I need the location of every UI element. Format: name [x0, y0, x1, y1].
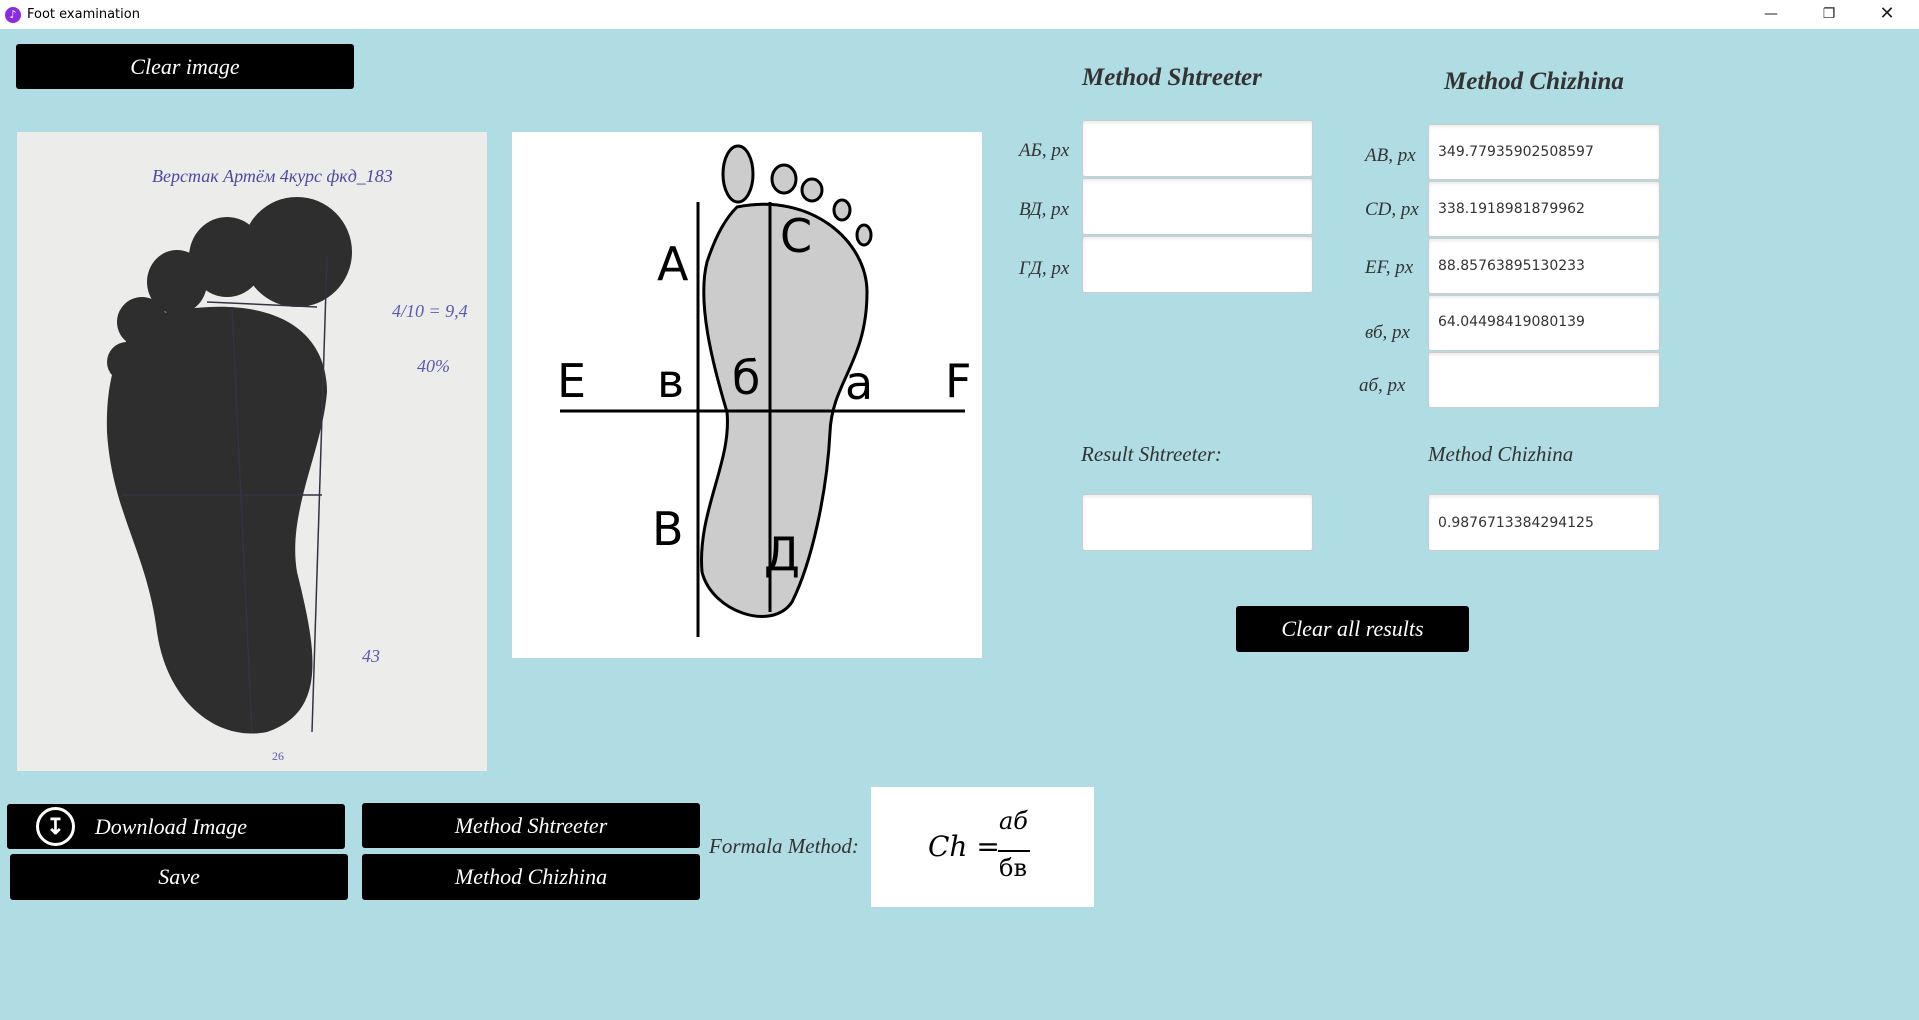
photo-note-ratio: 4/10 = 9,4	[392, 301, 468, 321]
diagram-label-a: а	[845, 356, 873, 410]
photo-note-length: 26	[272, 749, 284, 763]
chizhina-ef-input[interactable]: 88.85763895130233	[1428, 238, 1660, 294]
formula-lhs: Ch =	[928, 830, 1000, 863]
shtreeter-title: Method Shtreeter	[1082, 64, 1262, 91]
photo-handwriting: Верстак Артём 4курс фкд_183	[152, 166, 393, 186]
chizhina-cd-input[interactable]: 338.1918981879962	[1428, 181, 1660, 237]
chizhina-label-cd: CD, px	[1365, 199, 1419, 220]
app-icon: ♪	[5, 6, 21, 23]
clear-all-results-button[interactable]: Clear all results	[1236, 606, 1469, 652]
formula-label: Formala Method:	[709, 834, 859, 858]
formula-box: Ch = аб бв	[871, 787, 1094, 907]
chizhina-label-ef: EF, px	[1365, 257, 1414, 278]
diagram-label-D: Д	[764, 527, 800, 581]
diagram-label-v: в	[657, 354, 684, 408]
chizhina-vb-input[interactable]: 64.04498419080139	[1428, 295, 1660, 351]
shtreeter-label-vd: ВД, px	[1019, 199, 1070, 220]
chizhina-ab-input[interactable]: 349.77935902508597	[1428, 124, 1660, 180]
restore-icon[interactable]: ❐	[1822, 6, 1836, 22]
formula-fraction-bar	[998, 850, 1030, 852]
clear-image-button[interactable]: Clear image	[16, 44, 354, 89]
shtreeter-label-gd: ГД, px	[1019, 258, 1070, 279]
chizhina-label-ab-small: аб, px	[1359, 375, 1406, 396]
chizhina-title: Method Chizhina	[1444, 68, 1624, 95]
photo-note-percent: 40%	[417, 356, 450, 376]
diagram-label-C: C	[780, 209, 812, 263]
shtreeter-ab-input[interactable]	[1082, 120, 1313, 177]
close-icon[interactable]: ✕	[1879, 3, 1895, 24]
formula-numerator: аб	[999, 807, 1028, 835]
foot-diagram: A C E F B Д в б а	[512, 132, 982, 658]
method-chizhina-button[interactable]: Method Chizhina	[362, 854, 700, 900]
diagram-label-F: F	[945, 354, 971, 408]
window-title: Foot examination	[27, 7, 140, 22]
diagram-label-b: б	[732, 351, 760, 405]
formula-denominator: бв	[999, 854, 1027, 882]
chizhina-label-ab: AB, px	[1365, 145, 1416, 166]
save-button[interactable]: Save	[10, 854, 348, 900]
shtreeter-gd-input[interactable]	[1082, 236, 1313, 293]
result-shtreeter-input[interactable]	[1082, 494, 1313, 551]
download-label: Download Image	[94, 813, 248, 839]
result-shtreeter-label: Result Shtreeter:	[1081, 442, 1222, 466]
diagram-label-E: E	[557, 354, 586, 408]
minimize-icon[interactable]: —	[1764, 6, 1778, 22]
result-chizhina-label: Method Chizhina	[1428, 442, 1574, 466]
title-bar: ♪ Foot examination — ❐ ✕	[0, 0, 1919, 29]
diagram-label-A: A	[657, 237, 689, 291]
shtreeter-label-ab: АБ, px	[1019, 140, 1070, 161]
download-image-button[interactable]: ↧ Download Image	[7, 804, 345, 849]
shtreeter-vd-input[interactable]	[1082, 178, 1313, 235]
chizhina-ab-small-input[interactable]	[1428, 352, 1660, 408]
result-chizhina-input[interactable]: 0.9876713384294125	[1428, 494, 1660, 551]
download-icon: ↧	[36, 807, 75, 846]
chizhina-label-vb: вб, px	[1365, 322, 1410, 343]
photo-note-size: 43	[362, 646, 380, 666]
foot-photo: Верстак Артём 4курс фкд_183 4/10 = 9,4 4…	[17, 132, 487, 771]
method-shtreeter-button[interactable]: Method Shtreeter	[362, 803, 700, 848]
diagram-label-B: B	[652, 502, 684, 556]
